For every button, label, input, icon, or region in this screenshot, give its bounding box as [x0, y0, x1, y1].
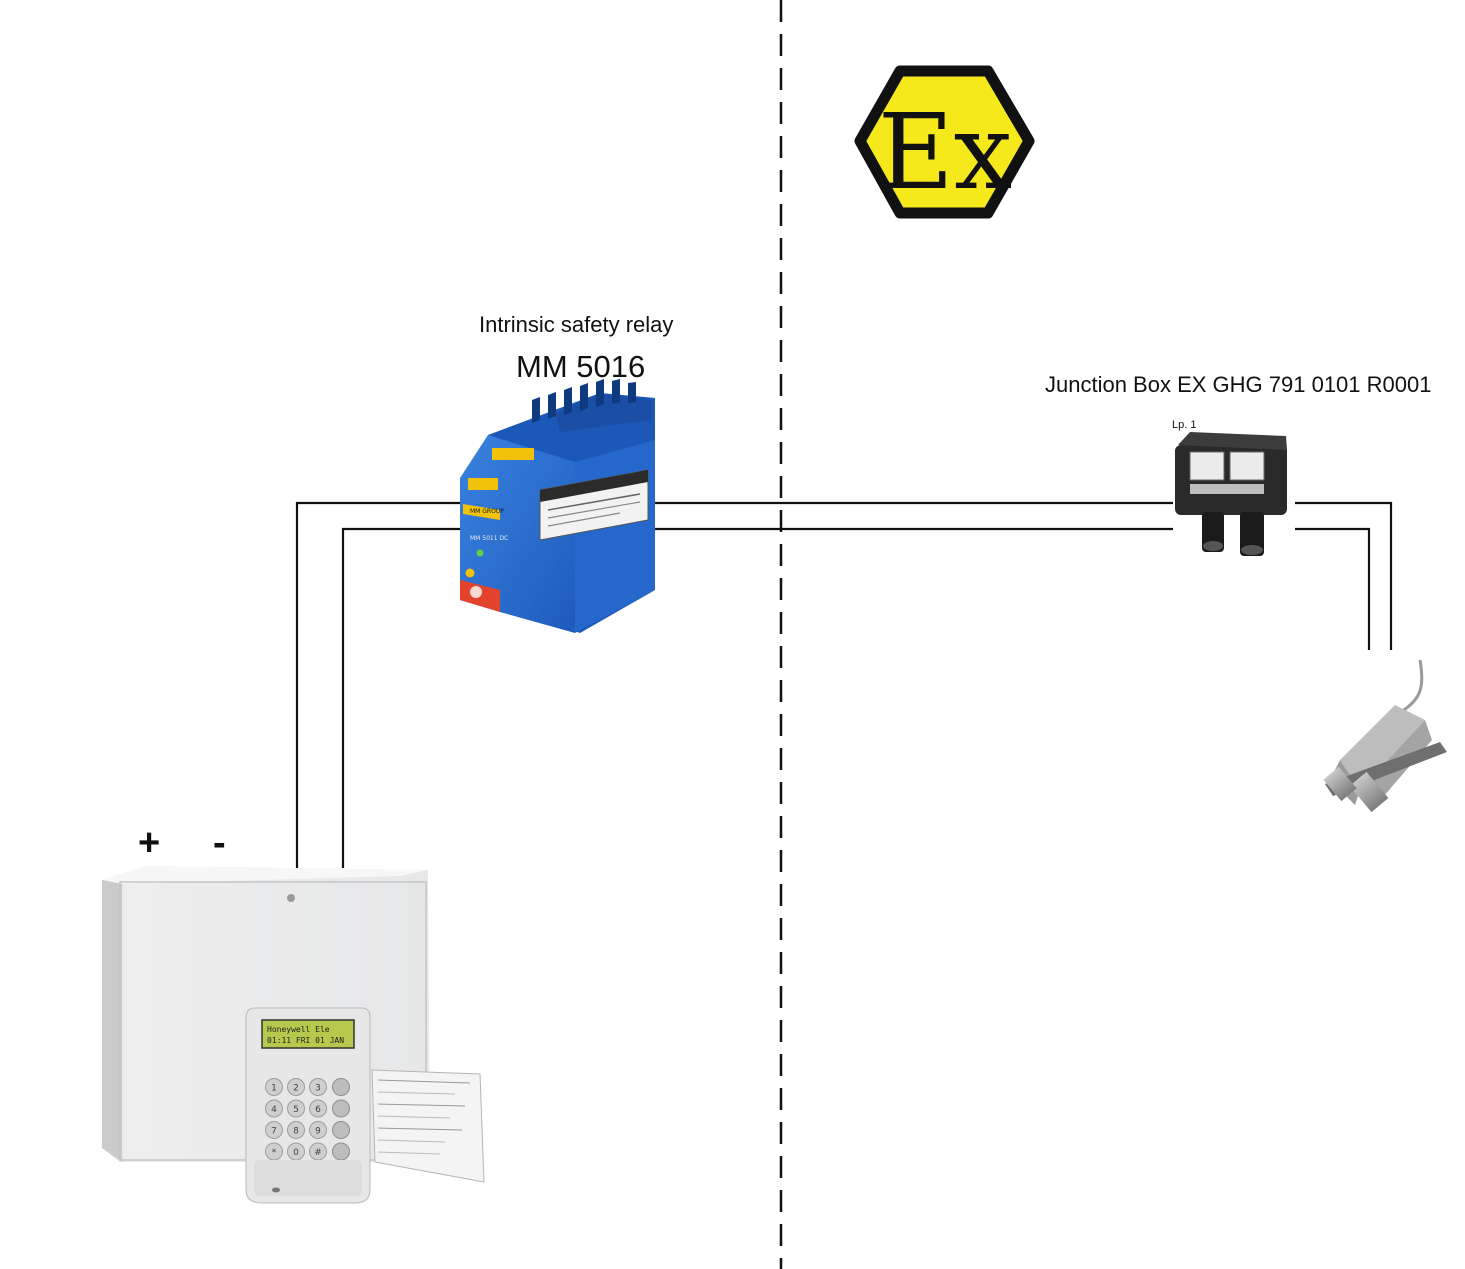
keypad-key-label: 7 [271, 1127, 277, 1137]
polarity-minus: - [213, 822, 226, 864]
relay-model: MM 5016 [516, 349, 646, 384]
keypad-icon: Honeywell Ele 01:11 FRI 01 JAN 1 2 3 4 5 6 7 8 9… [245, 1007, 485, 1204]
junction-box-icon [1175, 432, 1287, 556]
keypad-key [265, 1121, 283, 1139]
keypad-key-label: 8 [293, 1127, 299, 1137]
keypad-key [287, 1078, 305, 1096]
keypad-key-label: 3 [315, 1084, 321, 1094]
keypad-display-line-2: 01:11 FRI 01 JAN [267, 1036, 344, 1045]
keypad-key-label: 1 [271, 1084, 277, 1094]
magnetic-contact-icon [1323, 659, 1447, 813]
keypad-key-label: 5 [293, 1105, 299, 1115]
keypad-key [265, 1078, 283, 1096]
wire-plus [295, 501, 462, 868]
keypad-key-label: * [272, 1148, 277, 1158]
wiring [295, 501, 1393, 868]
keypad-key [265, 1099, 283, 1118]
wire-sensor-a [1295, 501, 1393, 650]
keypad-key-label: 0 [293, 1148, 299, 1158]
keypad-key-label: 4 [271, 1105, 277, 1115]
relay-title: Intrinsic safety relay [479, 312, 674, 337]
relay-brand: MM GROUP [470, 508, 504, 515]
keypad-key-label: 6 [315, 1105, 321, 1115]
keypad-display-line-1: Honeywell Ele [267, 1025, 330, 1034]
keypad-key [287, 1121, 305, 1139]
keypad-function-key [332, 1142, 350, 1161]
keypad-function-key [332, 1078, 350, 1096]
keypad-key [309, 1099, 327, 1118]
relay-front-text: MM 5011 DC [470, 535, 508, 542]
junction-box-tag: Lp. 1 [1172, 419, 1197, 431]
keypad-key [309, 1078, 327, 1096]
ex-hazard-icon: Ex [854, 65, 1035, 219]
keypad-function-key [332, 1121, 350, 1139]
keypad-key-label: # [314, 1148, 322, 1158]
wire-sensor-b [1295, 527, 1371, 650]
keypad-function-key [332, 1099, 350, 1118]
junction-box-title: Junction Box EX GHG 791 0101 R0001 [1045, 372, 1432, 397]
keypad-key-label: 2 [293, 1084, 299, 1094]
keypad-key-label: 9 [315, 1127, 321, 1137]
relay-module-icon: MM GROUP MM 5011 DC [460, 379, 655, 633]
ex-symbol-text: Ex [878, 91, 1013, 213]
keypad-key [287, 1099, 305, 1118]
wire-minus [341, 527, 462, 868]
polarity-plus: + [138, 822, 161, 864]
keypad-key [309, 1121, 327, 1139]
